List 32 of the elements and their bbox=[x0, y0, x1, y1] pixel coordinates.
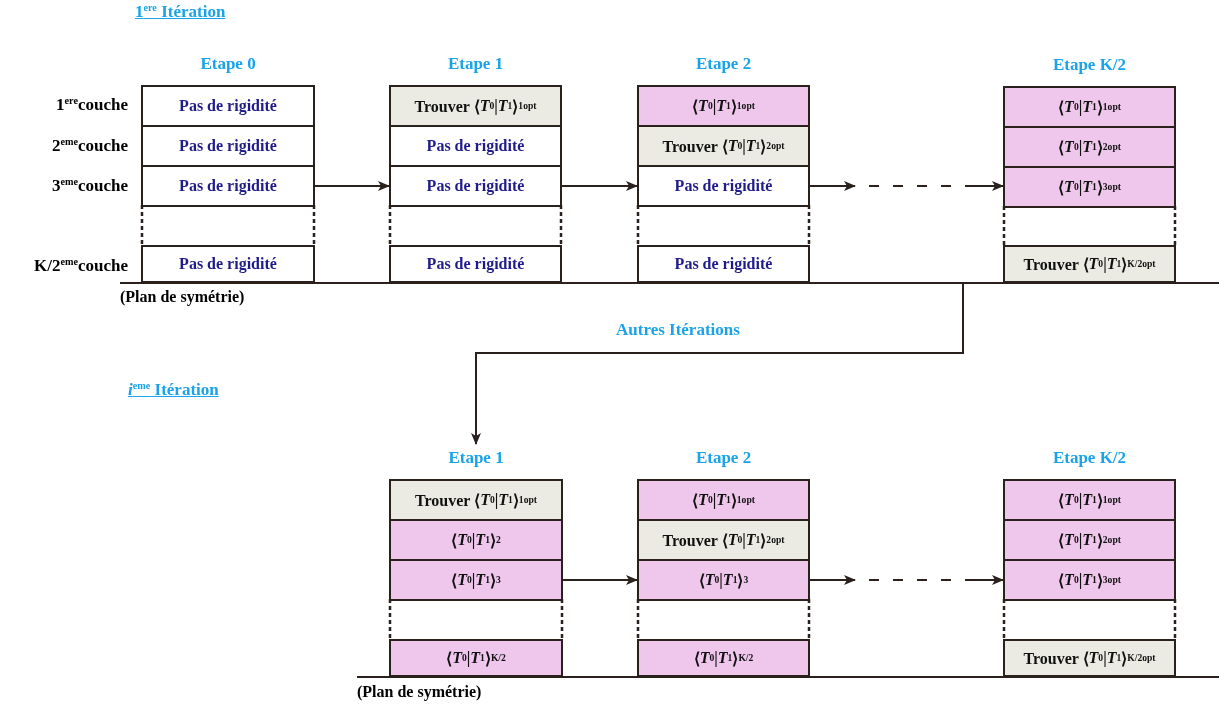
symmetry-plane-caption: (Plan de symétrie) bbox=[357, 683, 482, 701]
layer-cell: Pas de rigidité bbox=[389, 245, 562, 283]
layer-cell: Pas de rigidité bbox=[141, 245, 315, 283]
step-heading: Etape 2 bbox=[694, 53, 753, 75]
baseline bbox=[357, 676, 1219, 678]
layer-label: 2$^{eme}$couche bbox=[51, 136, 128, 156]
arrow bbox=[471, 283, 964, 445]
arrow bbox=[561, 181, 638, 191]
layer-label: 3$^{eme}$couche bbox=[51, 176, 128, 196]
step-heading: Etape K/2 bbox=[1051, 447, 1128, 469]
arrow bbox=[562, 575, 638, 585]
step-heading: Etape 1 bbox=[447, 447, 505, 469]
step-heading: Etape 2 bbox=[694, 447, 753, 469]
layer-label: K/2$^{eme}$couche bbox=[33, 256, 128, 276]
symmetry-plane-caption: (Plan de symétrie) bbox=[120, 288, 245, 306]
layer-cell: Pas de rigidité bbox=[389, 165, 562, 207]
arrow bbox=[314, 181, 390, 191]
arrow bbox=[809, 575, 1004, 585]
baseline bbox=[120, 282, 1219, 284]
layer-cell: Pas de rigidité bbox=[389, 125, 562, 167]
step-heading: Etape 1 bbox=[446, 53, 505, 75]
arrow bbox=[809, 181, 1004, 191]
step-heading: Etape K/2 bbox=[1051, 54, 1128, 76]
iteration-title: i$^{eme}$ Itération bbox=[128, 380, 219, 400]
layer-label: 1$^{ere}$couche bbox=[56, 95, 128, 115]
layer-cell: Pas de rigidité bbox=[637, 165, 810, 207]
layer-cell: Pas de rigidité bbox=[141, 85, 315, 127]
layer-cell: Pas de rigidité bbox=[141, 165, 315, 207]
iteration-title: 1$^{ere}$ Itération bbox=[135, 2, 226, 22]
layer-cell: Pas de rigidité bbox=[141, 125, 315, 167]
layer-cell: Pas de rigidité bbox=[637, 245, 810, 283]
step-heading: Etape 0 bbox=[199, 53, 257, 75]
